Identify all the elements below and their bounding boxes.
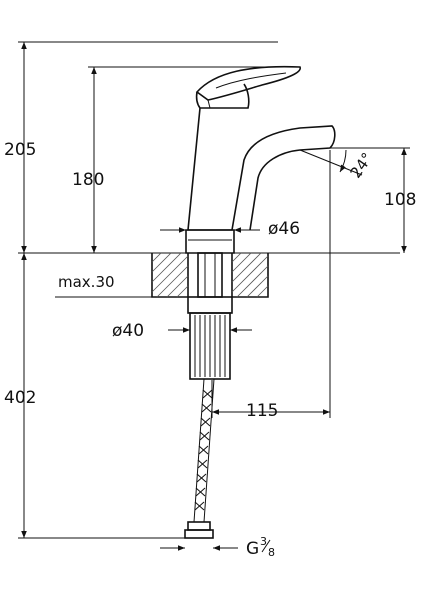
dim-total-height: 205 bbox=[4, 140, 36, 160]
dim-spout-height: 180 bbox=[72, 170, 104, 190]
dimension-lines bbox=[18, 41, 410, 551]
dim-connection-denominator: 8 bbox=[268, 546, 275, 559]
dim-outlet-height: 108 bbox=[384, 190, 416, 210]
flexible-hose bbox=[184, 378, 215, 539]
dim-body-diameter: ø46 bbox=[268, 219, 300, 239]
dim-max-thickness: max.30 bbox=[58, 273, 115, 291]
dim-below-counter: 402 bbox=[4, 388, 36, 408]
faucet-body bbox=[185, 65, 336, 254]
mounting-shank bbox=[187, 252, 233, 380]
dim-connection-numerator: 3 bbox=[260, 535, 267, 548]
dim-reach: 115 bbox=[246, 401, 278, 421]
dim-thread-diameter: ø40 bbox=[112, 321, 144, 341]
dim-spout-angle: 24° bbox=[346, 149, 376, 181]
dim-connection-prefix: G bbox=[246, 539, 259, 559]
